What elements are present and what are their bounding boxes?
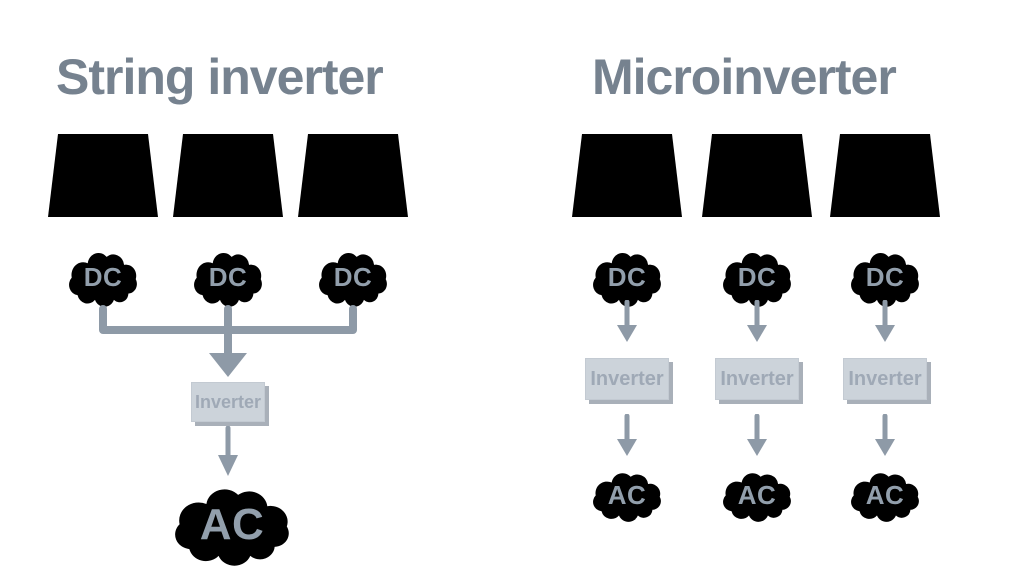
solar-panel-icon (702, 134, 812, 230)
solar-panel-icon (572, 134, 682, 230)
dc-label: DC (208, 262, 248, 292)
solar-panel-icon (48, 134, 158, 230)
ac-label: AC (607, 480, 647, 510)
arrow-down-icon (875, 300, 895, 342)
dc-cloud: DC (845, 245, 925, 307)
inverter-box: Inverter (843, 358, 927, 400)
inverter-label: Inverter (590, 367, 664, 390)
dc-cloud: DC (63, 245, 143, 307)
arrow-down-icon (218, 426, 238, 476)
dc-label: DC (737, 262, 777, 292)
dc-cloud: DC (188, 245, 268, 307)
ac-label: AC (199, 500, 265, 549)
dc-label: DC (865, 262, 905, 292)
arrow-down-icon (875, 414, 895, 456)
dc-cloud: DC (717, 245, 797, 307)
ac-cloud: AC (587, 466, 667, 522)
inverter-label: Inverter (194, 391, 262, 412)
solar-panel-icon (830, 134, 940, 230)
inverter-box: Inverter (585, 358, 669, 400)
dc-cloud: DC (313, 245, 393, 307)
ac-label: AC (865, 480, 905, 510)
string-inverter-title: String inverter (56, 49, 384, 105)
ac-cloud: AC (845, 466, 925, 522)
inverter-label: Inverter (720, 367, 794, 390)
inverter-label: Inverter (848, 367, 922, 390)
dc-cloud: DC (587, 245, 667, 307)
ac-cloud: AC (717, 466, 797, 522)
arrow-down-icon (617, 414, 637, 456)
arrow-down-icon (747, 414, 767, 456)
ac-label: AC (737, 480, 777, 510)
arrow-down-icon (617, 300, 637, 342)
dc-label: DC (333, 262, 373, 292)
dc-label: DC (83, 262, 123, 292)
inverter-box: Inverter (191, 382, 265, 422)
microinverter-title: Microinverter (592, 49, 897, 105)
dc-label: DC (607, 262, 647, 292)
solar-panel-icon (173, 134, 283, 230)
arrow-down-icon (747, 300, 767, 342)
merge-arrow-icon (99, 305, 357, 377)
solar-panel-icon (298, 134, 408, 230)
inverter-box: Inverter (715, 358, 799, 400)
ac-cloud: AC (165, 478, 299, 566)
